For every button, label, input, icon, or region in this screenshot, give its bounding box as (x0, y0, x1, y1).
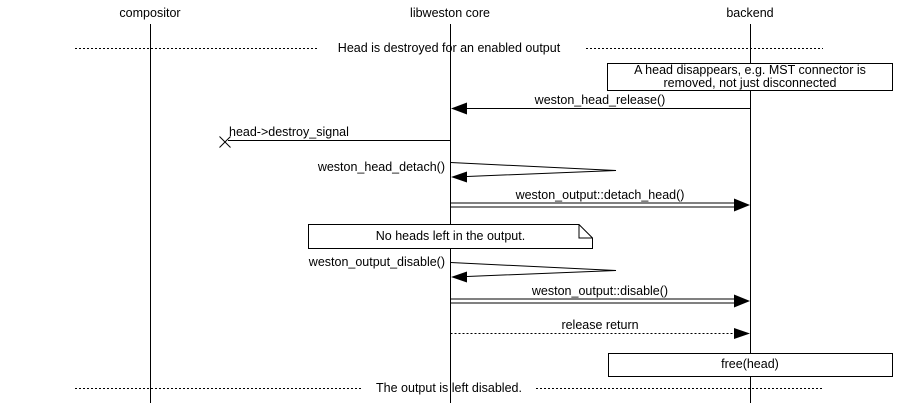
note-fold-corner-icon (578, 224, 593, 239)
participant-label-libweston-core: libweston core (410, 6, 490, 20)
release-arrowhead (451, 102, 467, 115)
detach-head-arrowhead (734, 198, 750, 212)
msg-label-release-return: release return (561, 318, 639, 332)
free-head-action-label: free(head) (721, 357, 779, 371)
head-detach-self-loop (450, 162, 617, 177)
disable-arrowhead (734, 294, 750, 308)
output-disable-self-loop (450, 262, 617, 277)
mst-note-text: A head disappears, e.g. MST connector is… (607, 64, 893, 90)
msg-label-head-destroy-signal: head->destroy_signal (229, 125, 349, 139)
participant-label-compositor: compositor (119, 6, 181, 20)
lost-message-x-icon (219, 136, 231, 148)
msg-label-weston-output-detach-head: weston_output::detach_head() (515, 188, 685, 202)
no-heads-note-text: No heads left in the output. (375, 229, 526, 243)
msg-label-weston-output-disable-call: weston_output_disable() (308, 255, 445, 269)
output-disable-arrowhead (451, 271, 467, 283)
mst-note-box (607, 63, 893, 91)
free-head-action-box (608, 353, 893, 377)
participant-label-backend: backend (726, 6, 774, 20)
msg-label-weston-output-disable: weston_output::disable() (531, 284, 669, 298)
no-heads-note-box (308, 224, 593, 249)
msg-label-weston-head-release: weston_head_release() (534, 93, 666, 107)
mst-note-line2: removed, not just disconnected (663, 76, 837, 90)
mst-note-line1: A head disappears, e.g. MST connector is (634, 63, 866, 77)
msg-label-weston-head-detach: weston_head_detach() (317, 160, 445, 174)
divider-bottom-label: The output is left disabled. (376, 381, 522, 395)
release-return-arrowhead (734, 328, 750, 339)
divider-top-label: Head is destroyed for an enabled output (337, 41, 561, 55)
head-detach-arrowhead (451, 171, 467, 183)
